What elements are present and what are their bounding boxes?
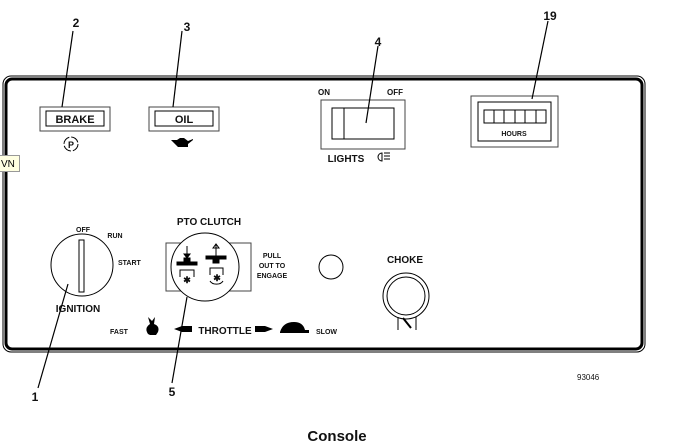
accessory-knob (318, 254, 344, 280)
hours-label: HOURS (501, 131, 527, 138)
choke-icon (397, 317, 417, 330)
figure-number: 93046 (577, 373, 600, 382)
ignition-run-label: RUN (107, 233, 122, 240)
throttle-fast-label: FAST (110, 329, 129, 336)
callout-2: 2 (73, 16, 80, 30)
oil-label: OIL (175, 114, 194, 126)
ignition-off-label: OFF (76, 227, 91, 234)
pto-instruction-1: PULL (263, 253, 282, 260)
pto-instruction-2: OUT TO (259, 263, 286, 270)
rabbit-icon (146, 317, 159, 335)
throttle-slow-label: SLOW (316, 329, 337, 336)
svg-text:✱: ✱ (213, 273, 221, 283)
callout-5: 5 (169, 385, 176, 399)
callout-19: 19 (543, 9, 557, 23)
choke-label: CHOKE (387, 255, 423, 266)
panel-outline (2, 75, 646, 353)
pto-clutch-switch[interactable]: PTO CLUTCH ✱ ✱ PULL OUT TO ENGAGE (165, 217, 288, 302)
callout-1: 1 (32, 390, 39, 404)
pto-title: PTO CLUTCH (177, 217, 241, 228)
lights-on-label: ON (318, 88, 330, 97)
brake-indicator: BRAKE P (39, 106, 111, 152)
callouts (37, 20, 549, 389)
lights-label: LIGHTS (328, 154, 365, 165)
throttle-label: THROTTLE (198, 326, 252, 337)
throttle-right-arrow-icon (255, 326, 273, 332)
lights-switch[interactable]: ON OFF LIGHTS (318, 88, 406, 165)
ignition-switch[interactable]: OFF RUN START IGNITION (50, 227, 142, 315)
choke-knob[interactable]: CHOKE (382, 255, 430, 330)
pto-instruction-3: ENGAGE (257, 273, 288, 280)
tooltip: VN (0, 155, 20, 172)
lights-off-label: OFF (387, 88, 403, 97)
parking-brake-symbol: P (68, 140, 74, 150)
brake-label: BRAKE (55, 114, 94, 126)
pto-engage-icon: ✱ (205, 243, 227, 285)
ignition-label: IGNITION (56, 304, 100, 315)
headlight-icon (377, 152, 390, 162)
callout-4: 4 (375, 35, 382, 49)
ignition-start-label: START (118, 260, 142, 267)
oil-indicator: OIL (148, 106, 220, 147)
callout-3: 3 (184, 20, 191, 34)
throttle-left-arrow-icon (174, 326, 192, 332)
figure-caption: Console (307, 428, 366, 445)
oil-can-icon (171, 138, 193, 147)
turtle-icon (280, 322, 309, 333)
throttle-scale: FAST THROTTLE SLOW (110, 317, 337, 337)
parking-brake-icon (63, 136, 79, 152)
svg-text:✱: ✱ (183, 275, 191, 285)
pto-disengage-icon: ✱ (176, 246, 198, 285)
panel-border (4, 77, 644, 351)
hour-meter: HOURS (470, 95, 559, 148)
